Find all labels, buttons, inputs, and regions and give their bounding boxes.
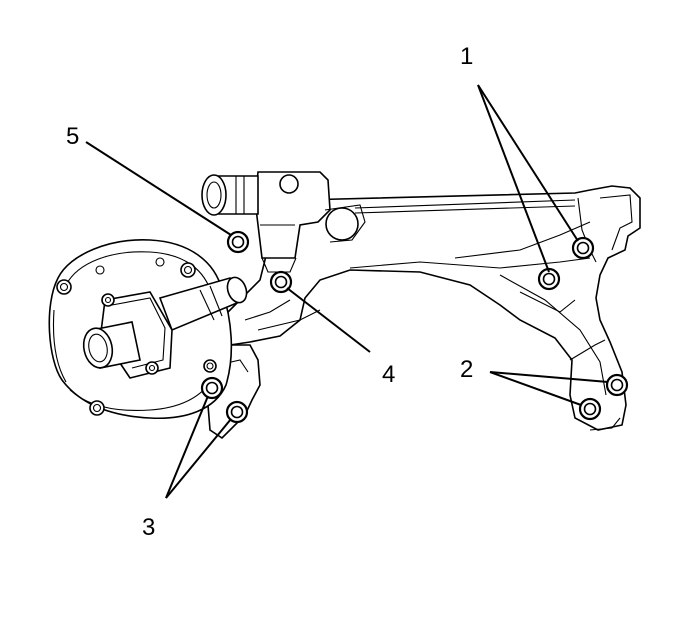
callout-label-4: 4 <box>382 361 395 388</box>
nut-callout-2-b <box>578 397 602 421</box>
nut-callout-4 <box>269 270 293 294</box>
callout-label-2: 2 <box>460 356 473 383</box>
nut-callout-1-a <box>571 236 595 260</box>
plate-bolt <box>101 293 115 307</box>
flange-bolt <box>89 400 105 416</box>
leader-3a <box>165 395 209 499</box>
plate-bolt <box>145 361 159 375</box>
thermostat-housing <box>82 276 248 379</box>
housing-body <box>201 171 641 440</box>
nut-callout-5 <box>226 230 250 254</box>
nut-callout-3-a <box>200 376 224 400</box>
leader-lines <box>85 84 609 499</box>
leader-1b <box>477 84 579 242</box>
leader-1a <box>477 84 550 273</box>
callout-label-3: 3 <box>142 514 155 541</box>
leader-4 <box>286 287 371 353</box>
flange-bolt <box>203 359 217 373</box>
leader-2b <box>489 371 582 406</box>
leader-5 <box>85 141 232 236</box>
flange-bolt <box>180 262 196 278</box>
nut-callout-1-b <box>537 267 561 291</box>
callout-label-5: 5 <box>66 123 79 150</box>
nut-callout-3-b <box>225 400 249 424</box>
leader-3b <box>165 418 232 499</box>
leader-2a <box>489 371 609 383</box>
flange-bolt <box>56 279 72 295</box>
callout-label-1: 1 <box>460 43 473 70</box>
nut-callout-2-a <box>605 373 629 397</box>
